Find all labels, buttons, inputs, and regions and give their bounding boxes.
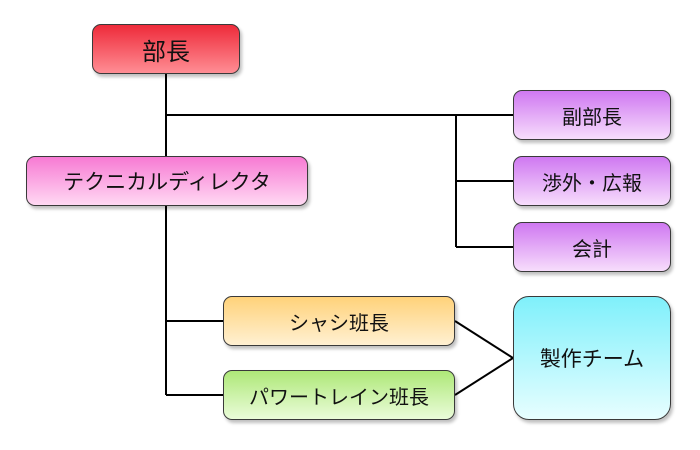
node-technical-director: テクニカルディレクタ (26, 156, 308, 206)
node-label: 部長 (142, 37, 190, 66)
node-label: テクニカルディレクタ (63, 170, 271, 194)
node-label: シャシ班長 (289, 310, 389, 335)
node-label: 副部長 (562, 104, 622, 129)
node-production-team: 製作チーム (513, 296, 671, 420)
node-accounting: 会計 (513, 222, 671, 272)
node-powertrain-leader: パワートレイン班長 (223, 370, 455, 420)
node-public-relations: 渉外・広報 (513, 156, 671, 206)
node-chassis-leader: シャシ班長 (223, 296, 455, 346)
line-powertrain-team (454, 357, 514, 396)
node-vice-head: 副部長 (513, 90, 671, 140)
node-label: 渉外・広報 (542, 170, 642, 195)
node-label: パワートレイン班長 (249, 384, 429, 409)
node-label: 会計 (572, 236, 612, 261)
node-department-head: 部長 (92, 24, 240, 74)
line-chassis-team (454, 320, 514, 359)
node-label: 製作チーム (539, 347, 645, 371)
